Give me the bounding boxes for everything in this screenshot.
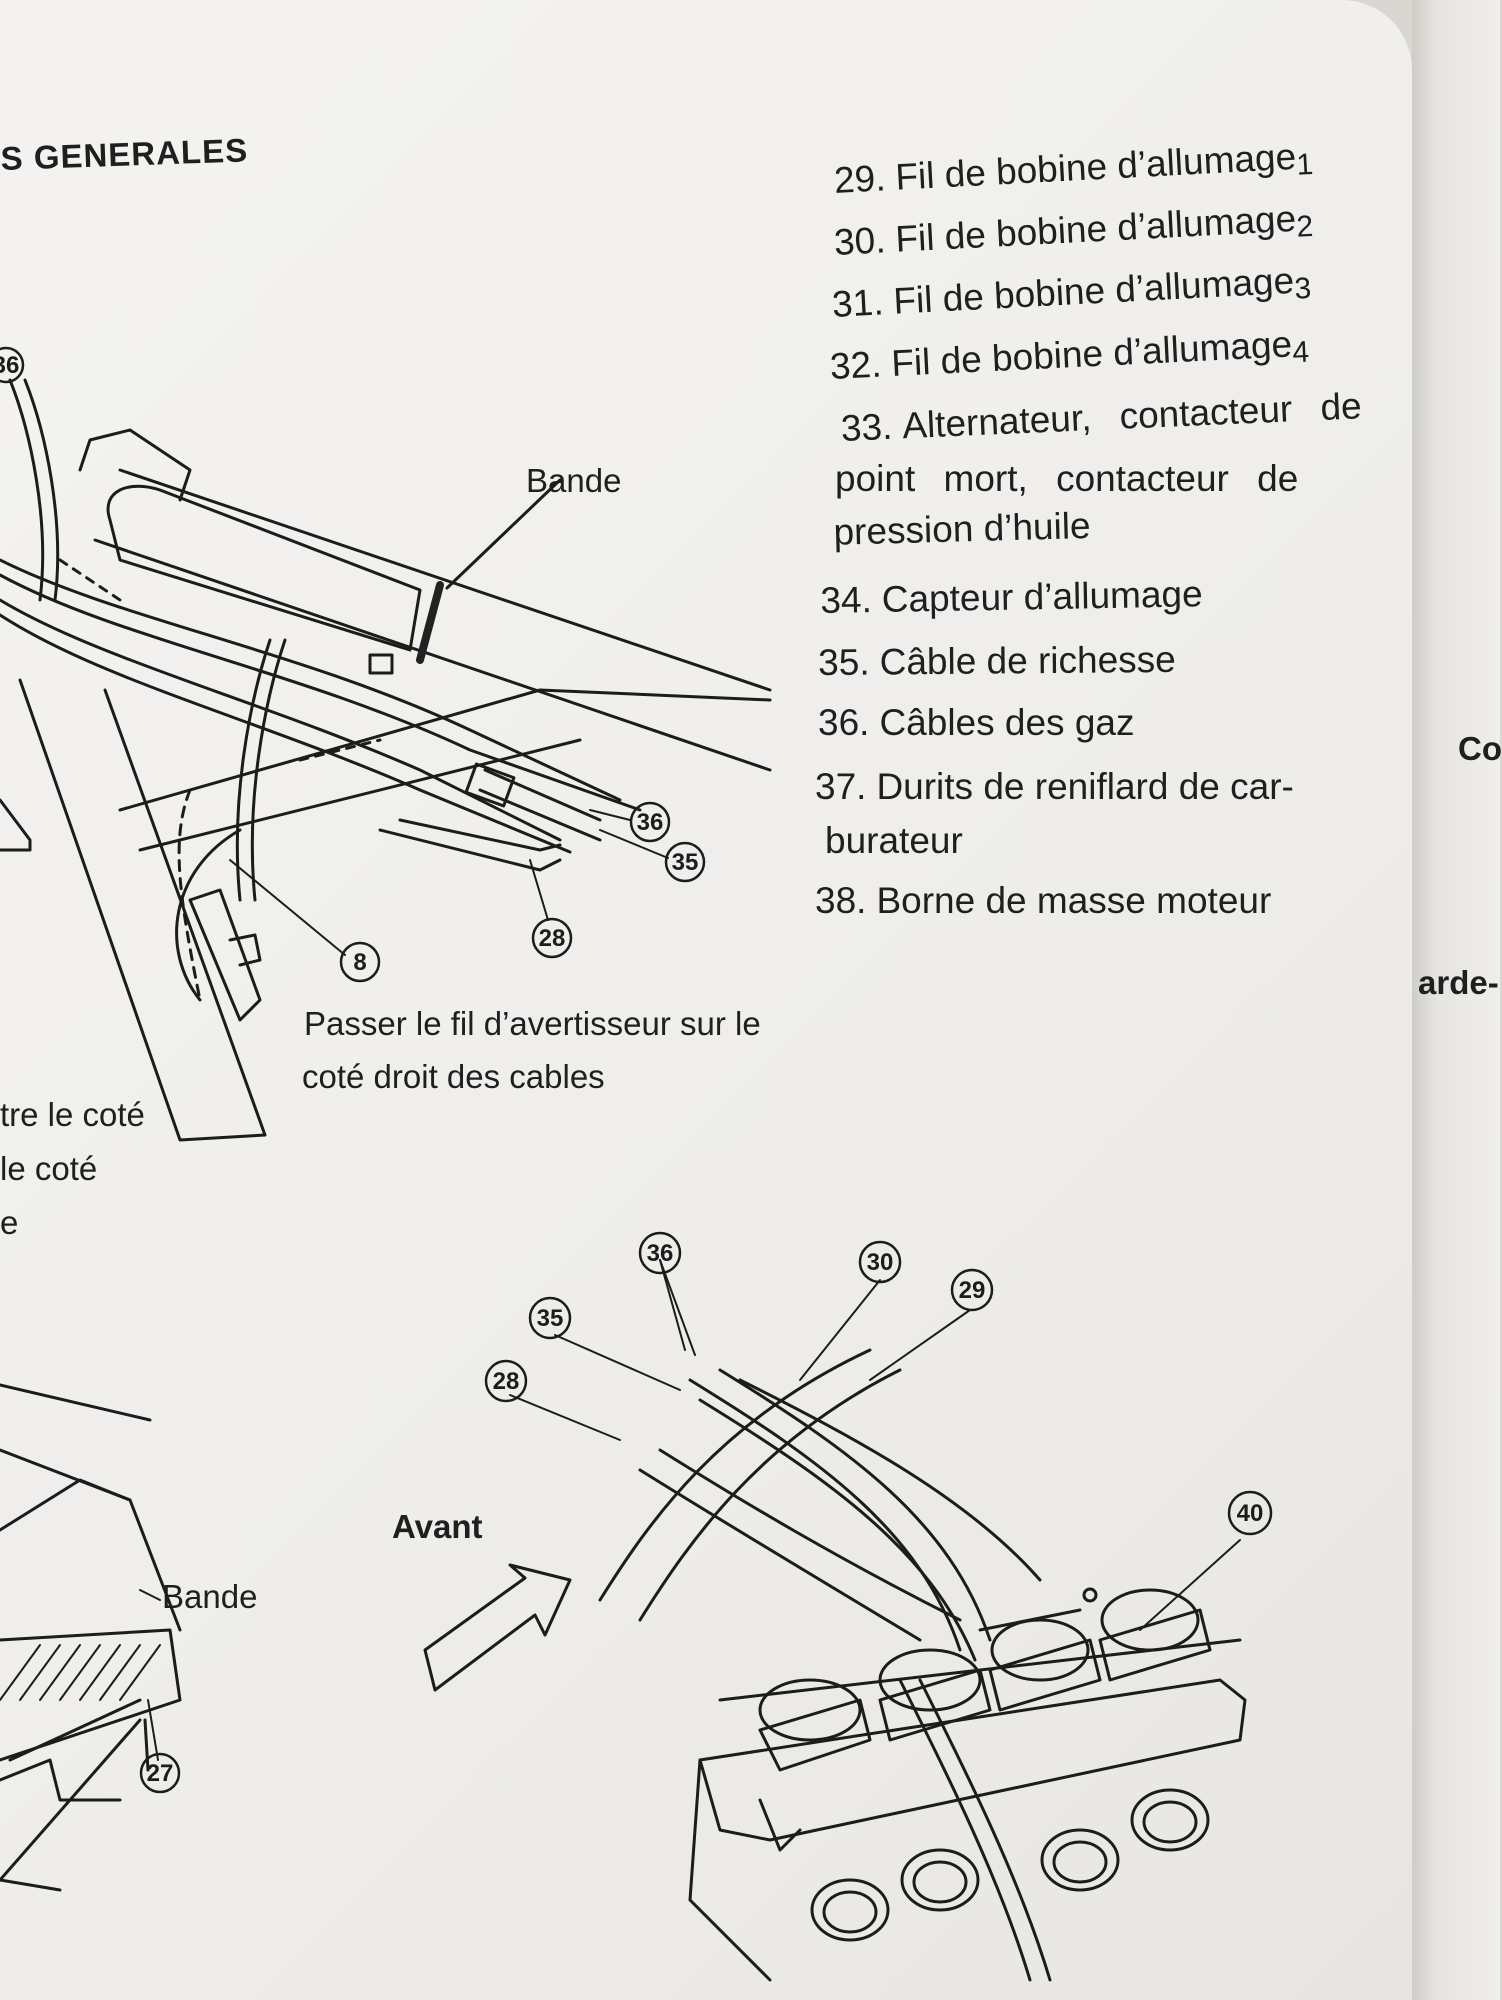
callout-36-cut: 36 [0,352,19,379]
left-fragment-1: tre le coté [0,1096,145,1133]
legend-item: 36.Câbles des gaz [818,702,1134,749]
avant-arrow [423,1563,572,1692]
callout-35-bottom: 35 [537,1305,564,1332]
bande-label-bottom: Bande [162,1578,258,1615]
legend-text: burateur [825,820,963,861]
legend-number: 36. [818,702,870,743]
legend-item: point mort, contacteur de [825,458,1298,505]
callout-40-bottom: 40 [1237,1500,1264,1527]
legend-text: Durits de reniflard de car- [876,766,1294,807]
leaders-bottom [139,1259,1241,1761]
avant-label: Avant [392,1508,483,1545]
left-fragment-2: le coté [0,1150,98,1187]
next-page-fragment-2: arde- [1418,964,1499,1001]
callout-29-bottom: 29 [959,1277,986,1304]
legend-number: 38. [815,880,867,921]
leaders-top [229,809,669,956]
frame-illustration-top [0,378,772,1142]
legend-item: burateur [815,820,963,867]
legend-text: point mort, contacteur de [835,458,1299,499]
legend-item: 37.Durits de reniflard de car- [815,766,1294,813]
bande-label-top: Bande [526,462,622,499]
legend-text: Borne de masse moteur [876,880,1272,921]
callout-28-top: 28 [539,925,566,952]
left-fragment-3: e [0,1204,19,1241]
callout-30-bottom: 30 [867,1249,894,1276]
legend-item: 38.Borne de masse moteur [815,880,1271,927]
next-page-fragment-1: Co [1458,730,1502,767]
callout-36-bottom: 36 [647,1240,674,1267]
routing-note-line2: coté droit des cables [302,1058,605,1095]
hatching-band [0,1644,161,1701]
callout-36-top: 36 [637,809,664,836]
callout-27-bottom: 27 [147,1760,174,1787]
legend-number: 37. [815,766,867,807]
manual-page [0,0,1412,2000]
next-page-edge [1412,0,1500,2000]
cylinder-block-illustration [0,1348,1247,1982]
legend-text: Câbles des gaz [879,702,1135,743]
callout-35-top: 35 [672,849,699,876]
routing-note-line1: Passer le fil d’avertisseur sur le [304,1005,761,1042]
callout-28-bottom: 28 [493,1368,520,1395]
callout-8-top: 8 [353,949,366,976]
